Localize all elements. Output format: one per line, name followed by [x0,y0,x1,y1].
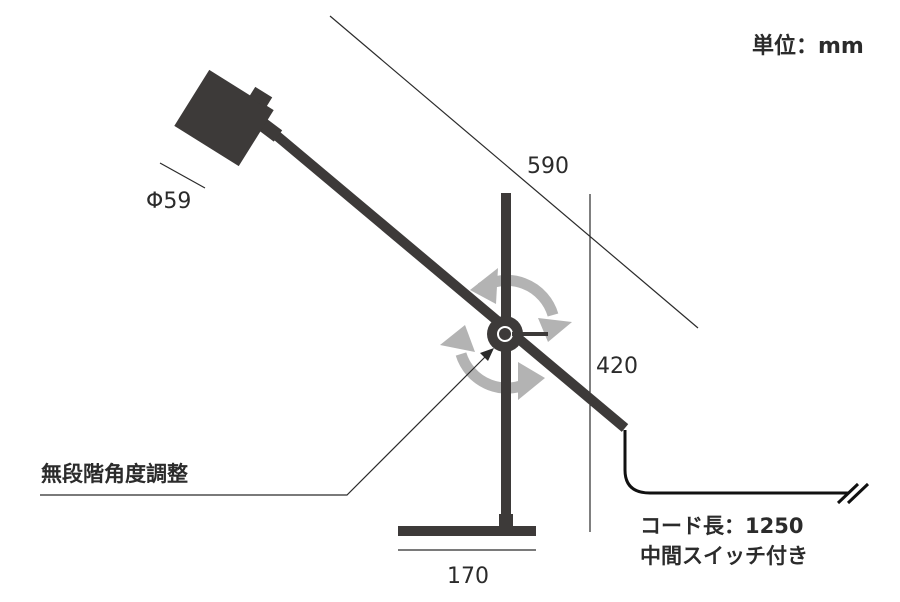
power-cord [623,430,848,495]
cord-length-label: コード長：1250 [640,514,804,538]
lamp-arm [266,126,629,432]
angle-adjust-label: 無段階角度調整 [41,462,188,486]
arm-length-label: 590 [527,154,569,179]
base-joint [499,514,513,528]
lamp-head [174,69,274,167]
arm-dimension-line [329,15,699,329]
head-dimension-line [159,162,206,189]
cord-break-icon [836,482,870,505]
height-label: 420 [596,354,638,379]
stand-pole [501,193,511,530]
rotation-arrowheads-icon [440,268,572,400]
head-diameter-label: Φ59 [146,189,192,214]
switch-label: 中間スイッチ付き [640,544,808,568]
stand-base [398,526,536,536]
angle-callout-leader [40,353,489,496]
pivot-joint [487,316,523,352]
base-width-label: 170 [447,564,489,589]
callout-arrowhead [480,348,494,361]
unit-label: 単位：mm [752,34,864,59]
